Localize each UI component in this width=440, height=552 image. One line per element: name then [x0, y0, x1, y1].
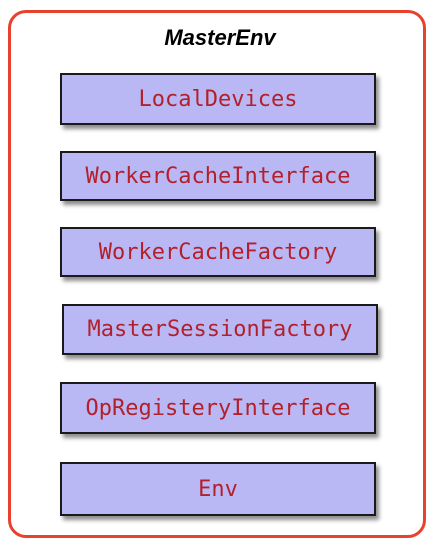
component-worker-cache-factory: WorkerCacheFactory: [60, 227, 376, 277]
component-worker-cache-interface: WorkerCacheInterface: [60, 151, 376, 201]
container-title: MasterEnv: [164, 25, 276, 50]
component-master-session-factory: MasterSessionFactory: [62, 304, 378, 355]
component-local-devices: LocalDevices: [60, 73, 376, 125]
component-op-registery-interface: OpRegisteryInterface: [60, 382, 376, 434]
component-env: Env: [60, 462, 376, 516]
